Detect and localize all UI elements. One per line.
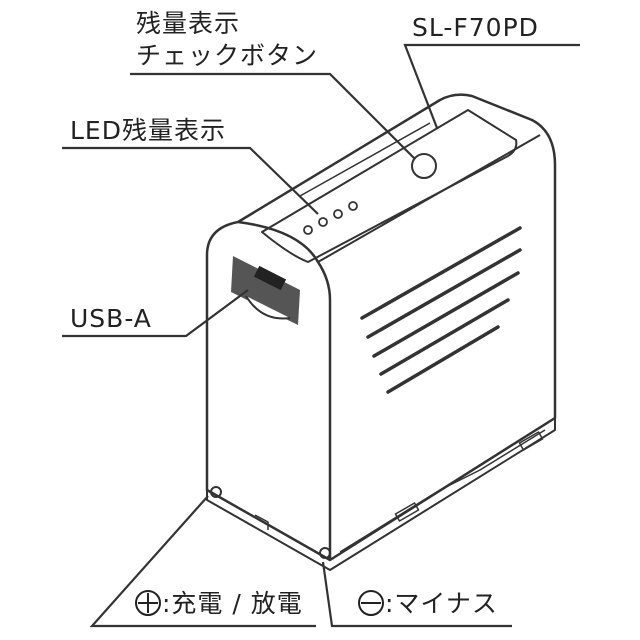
check-button [411, 153, 437, 179]
plus-terminal [210, 486, 222, 498]
check-button-label-line2: チェックボタン [136, 41, 319, 70]
usb-port [231, 256, 300, 325]
led-label: LED残量表示 [70, 116, 226, 145]
model-label: SL-F70PD [412, 13, 539, 42]
plus-label: :充電 / 放電 [162, 589, 303, 618]
led-indicators [303, 201, 358, 235]
plus-icon [135, 590, 161, 616]
usb-label: USB-A [70, 304, 152, 333]
check-button-label-line1: 残量表示 [136, 9, 241, 38]
vents [360, 226, 522, 394]
top-panel [261, 109, 518, 263]
minus-terminal [319, 547, 331, 559]
minus-label: :マイナス [385, 589, 498, 618]
minus-icon [358, 590, 384, 616]
leader-lines [62, 43, 580, 628]
battery-body [205, 93, 557, 562]
